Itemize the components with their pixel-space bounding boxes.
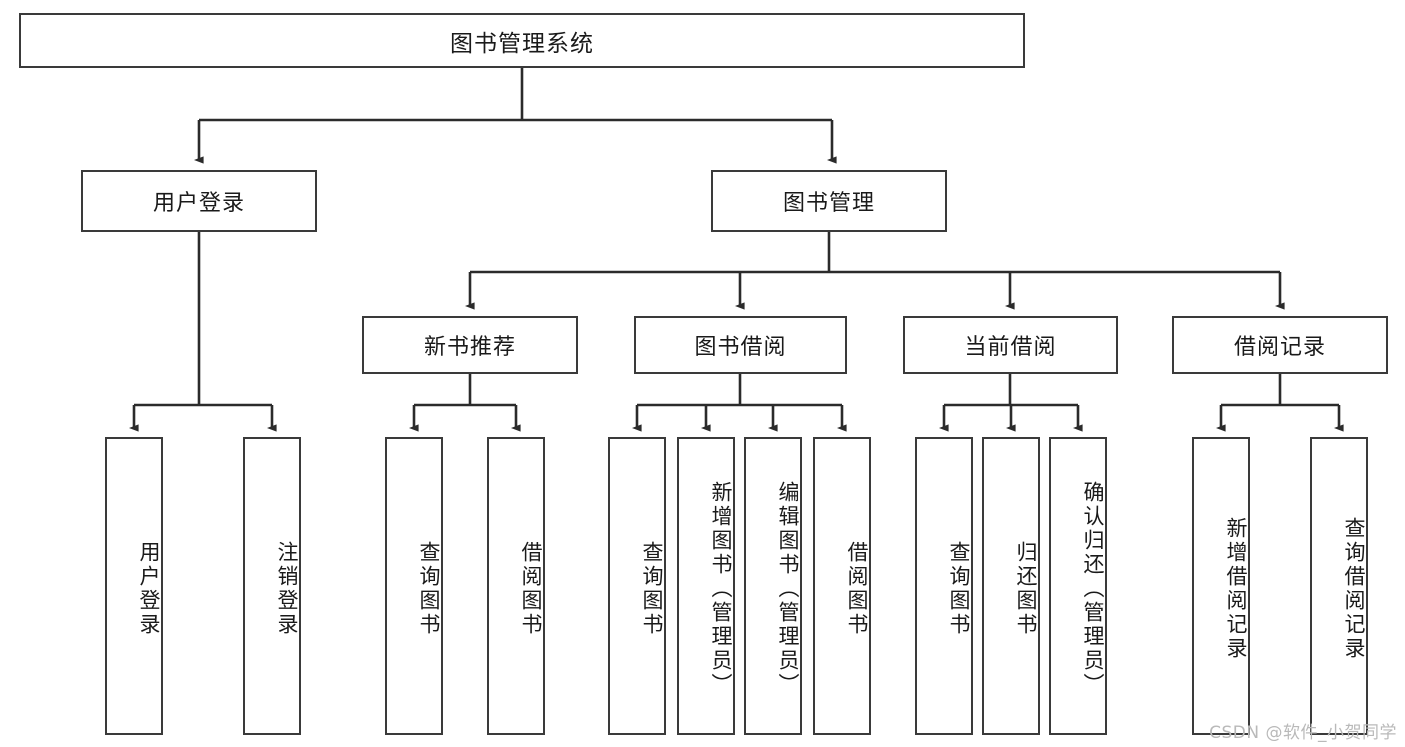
leaf-node[interactable]: 查询图书 [608,437,666,735]
leaf-node[interactable]: 新增图书（管理员） [677,437,735,735]
leaf-node-label: 查询图书 [417,541,441,637]
leaf-node-label: 借阅图书 [845,541,869,637]
leaf-node[interactable]: 查询图书 [385,437,443,735]
leaf-node-label: 新增借阅记录 [1224,517,1248,661]
leaf-node-label: 归还图书 [1014,541,1038,637]
node-book-management[interactable]: 图书管理 [711,170,947,232]
node-new-book-recommend[interactable]: 新书推荐 [362,316,578,374]
leaf-node-label: 注销登录 [275,541,299,637]
leaf-node[interactable]: 查询借阅记录 [1310,437,1368,735]
leaf-node-label: 用户登录 [137,541,161,637]
node-borrow-record[interactable]: 借阅记录 [1172,316,1388,374]
leaf-node[interactable]: 注销登录 [243,437,301,735]
leaf-node[interactable]: 借阅图书 [813,437,871,735]
csdn-watermark: CSDN @软件_小贺同学 [1209,723,1397,743]
leaf-node-label: 查询借阅记录 [1342,517,1366,661]
leaf-node-label: 查询图书 [640,541,664,637]
node-current-borrow[interactable]: 当前借阅 [903,316,1118,374]
leaf-node[interactable]: 新增借阅记录 [1192,437,1250,735]
leaf-node-label: 借阅图书 [519,541,543,637]
node-user-login[interactable]: 用户登录 [81,170,317,232]
leaf-node[interactable]: 用户登录 [105,437,163,735]
leaf-node[interactable]: 借阅图书 [487,437,545,735]
leaf-node-label: 新增图书（管理员） [709,481,733,697]
leaf-node[interactable]: 查询图书 [915,437,973,735]
leaf-node[interactable]: 编辑图书（管理员） [744,437,802,735]
leaf-node-label: 编辑图书（管理员） [776,481,800,697]
leaf-node-label: 确认归还（管理员） [1081,481,1105,697]
leaf-node[interactable]: 归还图书 [982,437,1040,735]
node-root-system[interactable]: 图书管理系统 [19,13,1025,68]
leaf-node-label: 查询图书 [947,541,971,637]
node-book-borrow[interactable]: 图书借阅 [634,316,847,374]
leaf-node[interactable]: 确认归还（管理员） [1049,437,1107,735]
